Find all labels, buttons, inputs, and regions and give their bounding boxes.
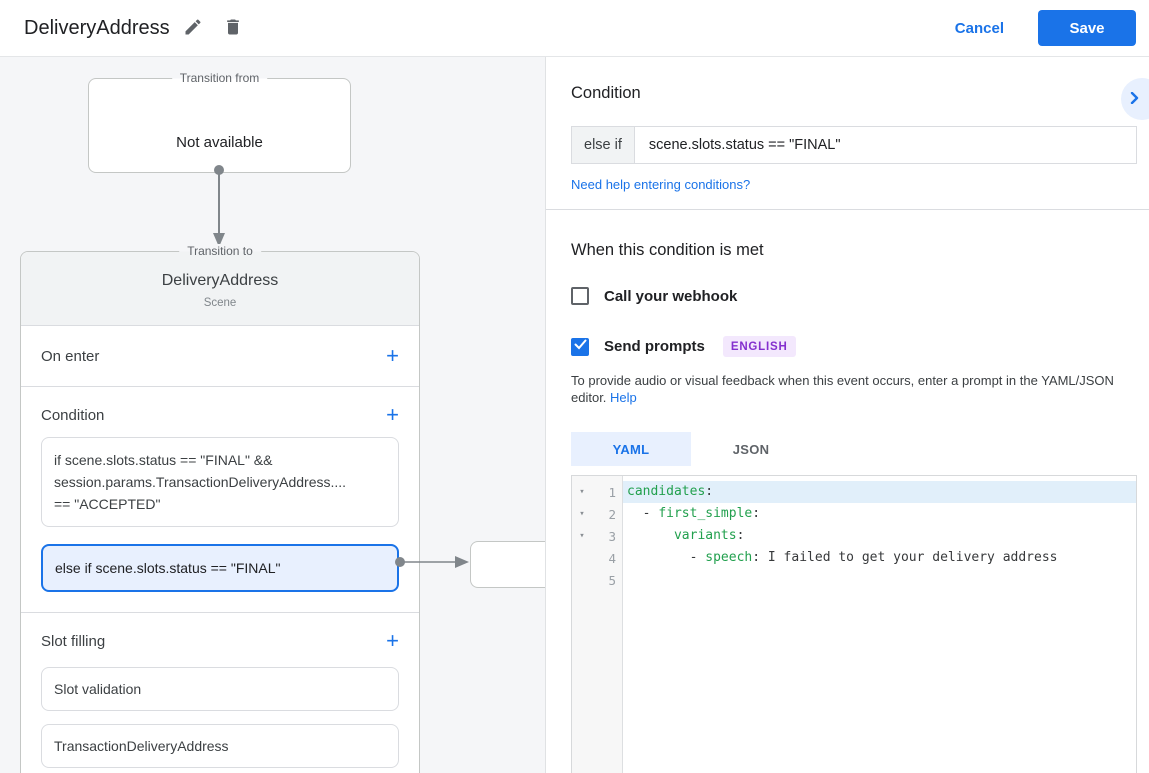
prompts-description: To provide audio or visual feedback when… bbox=[571, 372, 1129, 406]
flow-canvas: Transition from Not available Transition… bbox=[0, 57, 546, 773]
condition-item-2-selected[interactable]: else if scene.slots.status == "FINAL" bbox=[41, 544, 399, 592]
call-webhook-checkbox[interactable] bbox=[571, 287, 589, 305]
code-key: speech bbox=[705, 550, 753, 565]
code-rest: : bbox=[705, 484, 714, 499]
panel-divider bbox=[546, 209, 1149, 210]
code-rest: : bbox=[752, 506, 761, 521]
transition-to-label: Transition to bbox=[179, 244, 261, 259]
editor-code-area[interactable]: candidates: - first_simple: variants: - … bbox=[623, 476, 1136, 773]
condition-prefix: else if bbox=[572, 127, 635, 163]
code-indent bbox=[627, 506, 643, 521]
scene-type: Scene bbox=[203, 297, 237, 309]
code-line-2: - first_simple: bbox=[623, 503, 1136, 525]
code-line-3: variants: bbox=[623, 525, 1136, 547]
tab-json[interactable]: JSON bbox=[732, 441, 770, 457]
send-prompts-row: Send prompts ENGLISH bbox=[571, 336, 1137, 357]
add-slot-button[interactable]: + bbox=[386, 628, 399, 653]
condition-item-1[interactable]: if scene.slots.status == "FINAL" && sess… bbox=[41, 437, 399, 527]
conditions-help-link[interactable]: Need help entering conditions? bbox=[571, 177, 751, 192]
slot-filling-section: Slot filling + Slot validation Transacti… bbox=[21, 613, 419, 773]
condition-1-line-3: == "ACCEPTED" bbox=[54, 496, 161, 512]
condition-section: Condition + if scene.slots.status == "FI… bbox=[21, 387, 419, 613]
fold-toggle[interactable]: ▾ bbox=[579, 531, 585, 541]
prompts-description-text: To provide audio or visual feedback when… bbox=[571, 373, 1114, 405]
line-number: 5 bbox=[608, 572, 616, 588]
edit-title-button[interactable] bbox=[176, 11, 210, 45]
right-arrow-connector bbox=[395, 556, 469, 568]
add-condition-button[interactable]: + bbox=[386, 402, 399, 427]
condition-section-label: Condition bbox=[41, 406, 105, 424]
code-dash: - bbox=[689, 550, 706, 565]
transition-from-label: Transition from bbox=[171, 71, 268, 86]
tab-yaml[interactable]: YAML bbox=[571, 432, 691, 466]
line-number: 2 bbox=[608, 506, 616, 522]
cancel-button[interactable]: Cancel bbox=[954, 19, 1004, 37]
fold-toggle[interactable]: ▾ bbox=[579, 487, 585, 497]
scene-name: DeliveryAddress bbox=[161, 272, 279, 289]
line-number: 1 bbox=[608, 484, 616, 500]
on-enter-row: On enter + bbox=[21, 326, 419, 387]
trash-icon bbox=[223, 17, 243, 40]
slot-filling-label: Slot filling bbox=[41, 632, 106, 650]
transition-from-value: Not available bbox=[176, 134, 263, 151]
condition-detail-panel: Condition else if scene.slots.status == … bbox=[546, 57, 1149, 773]
condition-met-heading: When this condition is met bbox=[571, 241, 764, 259]
on-enter-label: On enter bbox=[41, 347, 100, 365]
code-rest: : I failed to get your delivery address bbox=[752, 550, 1058, 565]
webhook-row: Call your webhook bbox=[571, 287, 1137, 305]
transition-from-box: Transition from Not available bbox=[88, 71, 351, 173]
chevron-right-icon bbox=[1129, 91, 1149, 107]
line-number: 3 bbox=[608, 528, 616, 544]
top-bar: DeliveryAddress Cancel Save bbox=[0, 0, 1149, 57]
editor-gutter: ▾ 1 ▾ 2 ▾ 3 4 5 bbox=[572, 476, 623, 773]
save-button[interactable]: Save bbox=[1038, 10, 1136, 46]
scene-card: Transition to DeliveryAddress Scene On e… bbox=[20, 244, 420, 773]
delete-scene-button[interactable] bbox=[216, 11, 250, 45]
code-dash: - bbox=[642, 506, 659, 521]
condition-expression-input[interactable]: scene.slots.status == "FINAL" bbox=[648, 137, 841, 153]
editor-tabs: YAML JSON bbox=[571, 432, 1137, 466]
call-webhook-label: Call your webhook bbox=[604, 287, 738, 305]
prompts-help-link[interactable]: Help bbox=[610, 390, 637, 405]
scene-card-header: DeliveryAddress Scene bbox=[21, 252, 419, 326]
code-key: first_simple bbox=[658, 506, 753, 521]
page-title: DeliveryAddress bbox=[24, 16, 170, 39]
checkmark-icon bbox=[574, 338, 587, 356]
code-line-4: - speech: I failed to get your delivery … bbox=[623, 547, 1136, 569]
code-line-1: candidates: bbox=[623, 481, 1136, 503]
transition-target-box[interactable] bbox=[470, 541, 545, 588]
send-prompts-label: Send prompts bbox=[604, 338, 705, 355]
send-prompts-checkbox[interactable] bbox=[571, 337, 589, 356]
code-indent bbox=[627, 528, 674, 543]
condition-1-line-1: if scene.slots.status == "FINAL" && bbox=[54, 452, 273, 468]
add-on-enter-button[interactable]: + bbox=[386, 343, 399, 368]
slot-item-2[interactable]: TransactionDeliveryAddress bbox=[41, 724, 399, 768]
pencil-icon bbox=[183, 17, 203, 40]
condition-1-line-2: session.params.TransactionDeliveryAddres… bbox=[54, 474, 347, 490]
yaml-code-editor[interactable]: ▾ 1 ▾ 2 ▾ 3 4 5 candidates: - first_simple:… bbox=[571, 475, 1137, 773]
code-rest: : bbox=[736, 528, 745, 543]
slot-item-1[interactable]: Slot validation bbox=[41, 667, 399, 711]
panel-heading: Condition bbox=[571, 84, 641, 102]
language-badge: ENGLISH bbox=[722, 336, 796, 357]
code-key: variants bbox=[673, 528, 737, 543]
condition-expression-field: else if scene.slots.status == "FINAL" bbox=[571, 126, 1137, 164]
code-indent bbox=[627, 550, 690, 565]
fold-toggle[interactable]: ▾ bbox=[579, 509, 585, 519]
collapse-panel-button[interactable] bbox=[1121, 78, 1149, 120]
code-key: candidates bbox=[627, 484, 706, 499]
code-line-5 bbox=[623, 569, 1136, 591]
line-number: 4 bbox=[608, 550, 616, 566]
down-arrow-connector bbox=[213, 165, 225, 247]
